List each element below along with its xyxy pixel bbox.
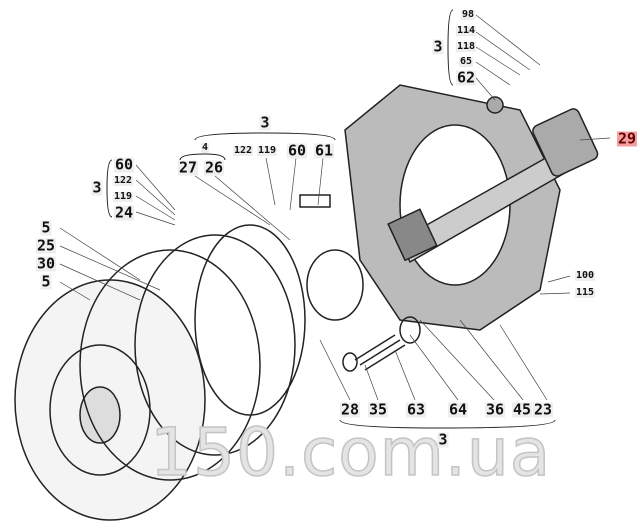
group-label-3: 3 (437, 430, 449, 449)
part-label-122: 122 (112, 175, 134, 186)
bushing (486, 96, 504, 114)
group-label-4: 4 (200, 142, 210, 153)
part-label-35: 35 (367, 400, 389, 419)
rear-disc (194, 224, 306, 416)
front-disc (14, 279, 206, 521)
part-label-100: 100 (574, 270, 596, 281)
spring (354, 334, 406, 371)
part-label-64: 64 (447, 400, 469, 419)
washer (342, 352, 358, 372)
cup (399, 316, 421, 344)
part-label-23: 23 (532, 400, 554, 419)
ring-part (306, 249, 364, 321)
part-label-29[interactable]: 29 (616, 129, 638, 148)
part-label-114: 114 (455, 25, 477, 36)
group-label-3: 3 (91, 178, 103, 197)
part-label-65: 65 (458, 56, 474, 67)
lever (299, 194, 331, 208)
part-label-98: 98 (460, 9, 476, 20)
part-label-30: 30 (35, 254, 57, 273)
part-label-36: 36 (484, 400, 506, 419)
part-label-60: 60 (286, 141, 308, 160)
part-label-25: 25 (35, 236, 57, 255)
part-label-24: 24 (113, 203, 135, 222)
part-label-118: 118 (455, 41, 477, 52)
leader-lines (59, 14, 611, 401)
part-label-60: 60 (113, 155, 135, 174)
part-label-5: 5 (40, 218, 52, 237)
part-label-62: 62 (455, 68, 477, 87)
part-label-119: 119 (256, 145, 278, 156)
part-label-27: 27 (177, 158, 199, 177)
watermark: 150.com.ua (149, 414, 552, 491)
group-brackets (106, 9, 556, 429)
clutch-housing (344, 84, 561, 331)
part-label-119: 119 (112, 191, 134, 202)
pressure-disc (79, 249, 261, 481)
input-shaft (387, 108, 599, 264)
group-label-3: 3 (259, 113, 271, 132)
part-label-122: 122 (232, 145, 254, 156)
part-label-115: 115 (574, 287, 596, 298)
part-label-63: 63 (405, 400, 427, 419)
middle-disc (134, 234, 296, 456)
part-label-45: 45 (511, 400, 533, 419)
group-label-3: 3 (432, 37, 444, 56)
part-label-28: 28 (339, 400, 361, 419)
part-label-26: 26 (203, 158, 225, 177)
part-label-5: 5 (40, 272, 52, 291)
part-label-61: 61 (313, 141, 335, 160)
